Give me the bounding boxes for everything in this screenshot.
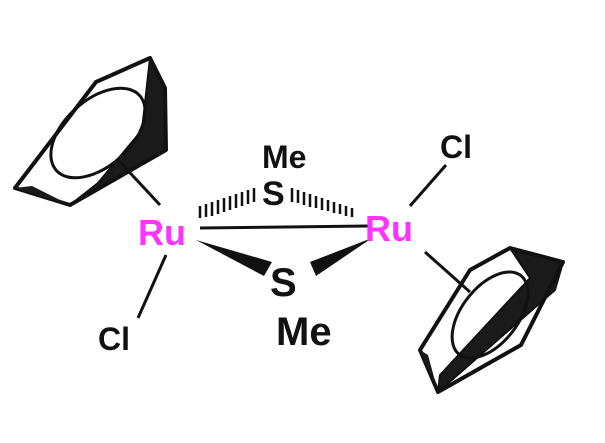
me-bottom-label: Me xyxy=(276,310,332,354)
wedge-bond-left-ru-bottom-s xyxy=(196,240,272,276)
bond-left-ru-cl xyxy=(136,254,168,319)
bond-ru-ru xyxy=(199,224,369,230)
hashed-bond-right-ru-top-s xyxy=(290,188,354,217)
cl-left-label: Cl xyxy=(98,321,130,357)
left-ring-aromatic-circle xyxy=(49,86,147,180)
ru-right-label: Ru xyxy=(365,208,413,249)
bond-ring-left-ru xyxy=(118,160,162,207)
s-bottom-label: S xyxy=(270,261,297,305)
bond-right-ru-ring xyxy=(424,250,471,294)
left-benzene-ring xyxy=(13,56,168,207)
bond-right-ru-cl xyxy=(408,164,448,207)
right-ring-aromatic-circle xyxy=(450,270,530,360)
wedge-bond-right-ru-bottom-s xyxy=(310,238,372,276)
ru-left-label: Ru xyxy=(138,212,186,253)
cl-right-label: Cl xyxy=(440,129,472,165)
hashed-bond-left-ru-top-s xyxy=(198,188,256,218)
left-ring-front-wedge xyxy=(15,186,70,205)
left-ring-shaded-edge xyxy=(69,57,167,206)
right-benzene-ring xyxy=(418,246,565,394)
right-ring-front-wedge xyxy=(420,350,438,392)
s-top-label: S xyxy=(262,175,285,213)
me-top-label: Me xyxy=(262,139,306,175)
